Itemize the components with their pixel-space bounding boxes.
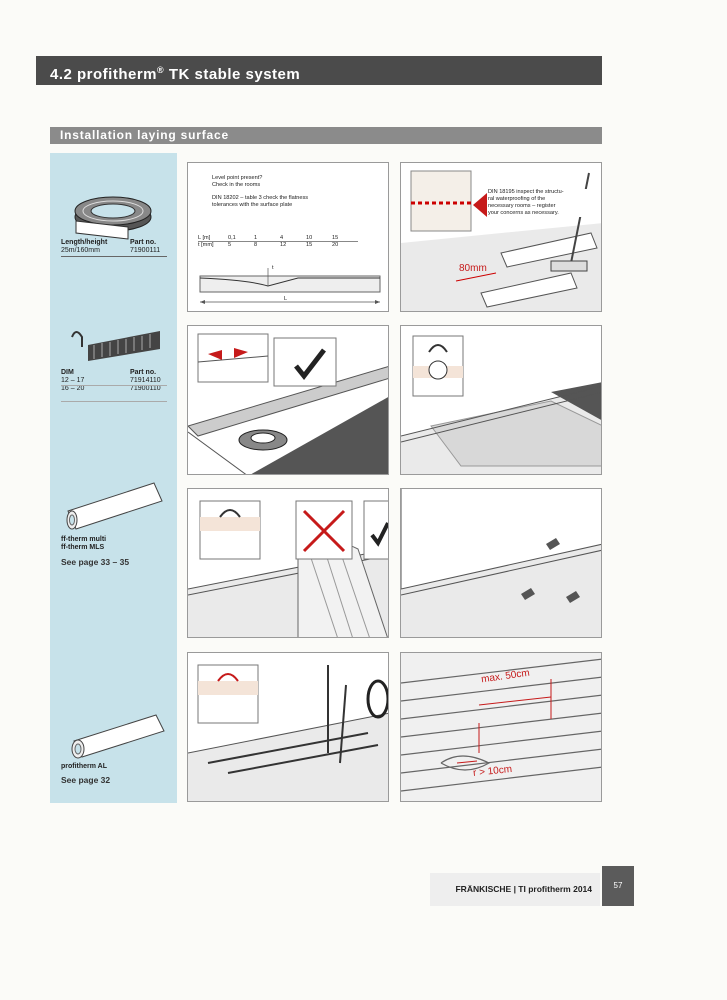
product1-col1-val: 25m/160mm: [61, 247, 100, 254]
pipe-tacking-illustration: [188, 664, 388, 801]
product1-col1-head: Length/height: [61, 239, 108, 246]
l-label: L: [284, 296, 288, 302]
product1-divider: [61, 256, 167, 257]
product4-text: profitherm AL: [61, 763, 107, 771]
flatness-line1: Level point present?: [212, 175, 263, 181]
waterproofing-note: DIN 18195 inspect the structu- ral water…: [488, 189, 598, 217]
aluminium-pipe-image: [71, 714, 165, 759]
waterproofing-line2: ral waterproofing of the: [488, 196, 546, 202]
product2-col1-head: DIM: [61, 369, 74, 376]
pipe-spacing-illustration: [401, 653, 601, 801]
title-rest: TK stable system: [164, 66, 301, 83]
product1-col2: Part no. 71900111: [130, 239, 160, 255]
panel-flatness-check: Level point present? Check in the rooms …: [187, 162, 389, 312]
panel-fixing-clips: [400, 488, 602, 638]
footer-publication: FRÄNKISCHE | TI profitherm 2014: [430, 873, 600, 906]
flatness-line2: Check in the rooms: [212, 182, 261, 188]
product2-dim-2: 16 – 20: [61, 385, 85, 392]
flatness-line4: tolerances with the surface plate: [212, 202, 293, 208]
product2-col1: DIM 12 – 17 16 – 20: [61, 369, 84, 393]
panel-pipe-spacing: max. 50cm r > 10cm: [400, 652, 602, 802]
registered-mark: ®: [157, 65, 165, 75]
page-title: 4.2 profitherm® TK stable system: [36, 56, 602, 85]
panel-pipe-tacking: [187, 652, 389, 802]
product2-part-1: 71914110: [130, 377, 161, 384]
product4-line1: profitherm AL: [61, 763, 108, 770]
clip-rail-illustration: [401, 335, 601, 474]
product2-part-2: 71900110: [130, 385, 161, 392]
t-label: t: [272, 265, 274, 271]
cell: 15: [306, 242, 313, 248]
product4-see-page: See page 32: [61, 775, 111, 785]
insulation-roll-illustration: [188, 500, 388, 637]
waterproofing-line4: your concerns as necessary.: [488, 210, 559, 216]
panel-clip-rail: [400, 325, 602, 475]
waterproofing-line1: DIN 18195 inspect the structu-: [488, 189, 564, 195]
product-sidebar: Length/height 25m/160mm Part no. 7190011…: [50, 153, 177, 803]
waterproofing-illustration: [401, 170, 601, 311]
tolerance-table: L [m] 0,1 1 4 10 15 t [mm] 5 8 12 15 20: [198, 235, 358, 248]
cell: 12: [280, 242, 287, 248]
waterproofing-line3: necessary rooms – register: [488, 203, 556, 209]
edge-tape-roll-image: [74, 196, 152, 240]
table-row: L [m] 0,1 1 4 10 15: [198, 235, 358, 242]
cell: 1: [254, 235, 258, 241]
edge-strip-illustration: [188, 333, 388, 474]
multilayer-pipe-image: [66, 482, 163, 530]
product2-col2: Part no. 71914110 71900110: [130, 369, 161, 393]
page-number: 57: [602, 866, 634, 906]
flatness-line3: DIN 18202 – table 3 check the flatness: [212, 195, 309, 201]
product2-col2-head: Part no.: [130, 369, 157, 376]
cell-t-head: t [mm]: [198, 242, 214, 248]
cell: 15: [332, 235, 339, 241]
product3-line2: ff-therm MLS: [61, 544, 105, 551]
cell: 5: [228, 242, 232, 248]
product1-col1: Length/height 25m/160mm: [61, 239, 107, 255]
panel-insulation-roll: [187, 488, 389, 638]
cell-l-head: L [m]: [198, 235, 211, 241]
table-row: t [mm] 5 8 12 15 20: [198, 241, 358, 248]
panel-waterproofing: DIN 18195 inspect the structu- ral water…: [400, 162, 602, 312]
fixing-clips-illustration: [401, 489, 601, 637]
section-title: Installation laying surface: [50, 127, 602, 144]
cell: 20: [332, 242, 339, 248]
product3-see-page: See page 33 – 35: [61, 557, 130, 567]
flatness-note: Level point present? Check in the rooms …: [212, 175, 308, 209]
overlap-80mm-label: 80mm: [459, 263, 487, 274]
cell: 8: [254, 242, 258, 248]
flatness-diagram: [199, 268, 381, 304]
product1-col2-val: 71900111: [130, 247, 161, 254]
cell: 4: [280, 235, 284, 241]
product3-line1: ff-therm multi: [61, 536, 107, 543]
product3-text: ff-therm multi ff-therm MLS: [61, 536, 106, 552]
title-main: 4.2 profitherm: [50, 66, 158, 83]
panel-edge-strip: [187, 325, 389, 475]
product1-col2-head: Part no.: [130, 239, 157, 246]
cell: 0,1: [228, 235, 236, 241]
cell: 10: [306, 235, 313, 241]
product2-divider-2: [61, 401, 167, 402]
product2-dim-1: 12 – 17: [61, 377, 85, 384]
clip-rail-image: [71, 331, 160, 361]
product2-divider-1: [61, 385, 167, 386]
